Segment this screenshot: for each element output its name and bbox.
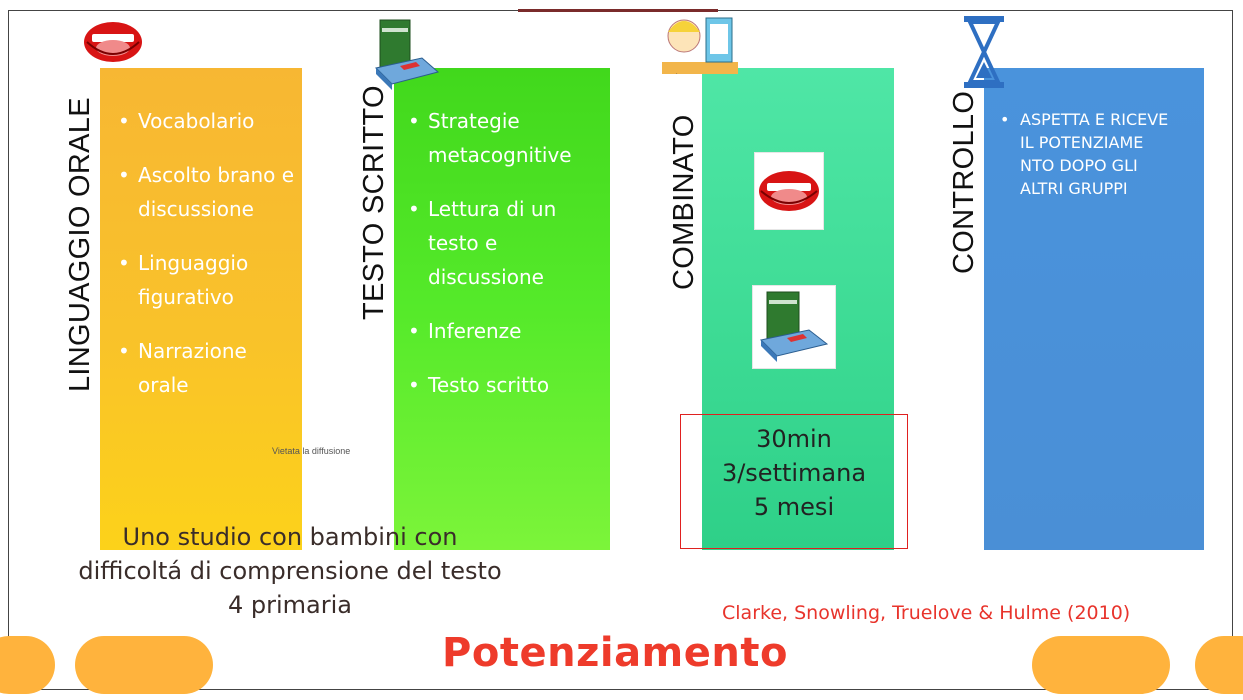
list-item: Narrazione orale bbox=[118, 334, 298, 402]
top-divider bbox=[518, 9, 718, 12]
schedule-box bbox=[680, 414, 908, 549]
decorative-pill bbox=[75, 636, 213, 694]
stat-frequency: 3/settimana bbox=[721, 459, 867, 487]
list-item: Testo scritto bbox=[408, 368, 608, 402]
books-icon bbox=[759, 291, 829, 362]
list-item: Strategie metacognitive bbox=[408, 104, 608, 172]
hourglass-icon bbox=[964, 16, 1004, 88]
citation: Clarke, Snowling, Truelove & Hulme (2010… bbox=[722, 602, 1131, 624]
study-line: difficoltá di comprensione del testo bbox=[78, 557, 502, 585]
list-item: Inferenze bbox=[408, 314, 608, 348]
decorative-pill bbox=[1195, 636, 1243, 694]
mouth-icon bbox=[759, 171, 819, 211]
mouth-icon bbox=[84, 22, 142, 62]
books-tile bbox=[752, 285, 836, 369]
label-controllo: CONTROLLO bbox=[948, 90, 980, 274]
books-icon bbox=[374, 19, 440, 90]
mouth-tile bbox=[754, 152, 824, 230]
list-item: Ascolto brano e discussione bbox=[118, 158, 298, 226]
slide-title: Potenziamento bbox=[442, 630, 788, 676]
svg-text:.: . bbox=[676, 70, 678, 76]
cartoon-girl-icon: . bbox=[662, 17, 738, 76]
list-item: Vocabolario bbox=[118, 104, 298, 138]
label-testo-scritto: TESTO SCRITTO bbox=[358, 85, 390, 320]
list-item: ASPETTA E RICEVE IL POTENZIAME NTO DOPO … bbox=[1000, 108, 1170, 200]
list-item: Lettura di un testo e discussione bbox=[408, 192, 608, 294]
list-linguaggio-orale: Vocabolario Ascolto brano e discussione … bbox=[118, 104, 298, 422]
study-description: Uno studio con bambini con difficoltá di… bbox=[20, 520, 560, 622]
decorative-pill bbox=[0, 636, 55, 694]
schedule-stats: 30min 3/settimana 5 mesi bbox=[680, 422, 908, 524]
study-line: 4 primaria bbox=[228, 591, 352, 619]
label-combinato: COMBINATO bbox=[668, 114, 700, 290]
list-item: Linguaggio figurativo bbox=[118, 246, 298, 314]
decorative-pill bbox=[1032, 636, 1170, 694]
list-controllo: ASPETTA E RICEVE IL POTENZIAME NTO DOPO … bbox=[1000, 108, 1170, 200]
label-linguaggio-orale: LINGUAGGIO ORALE bbox=[64, 97, 96, 392]
watermark: Vietata la diffusione bbox=[272, 446, 351, 456]
stat-period: 5 mesi bbox=[753, 493, 835, 521]
study-line: Uno studio con bambini con bbox=[122, 523, 458, 551]
list-testo-scritto: Strategie metacognitive Lettura di un te… bbox=[408, 104, 608, 422]
stat-duration: 30min bbox=[756, 425, 832, 453]
